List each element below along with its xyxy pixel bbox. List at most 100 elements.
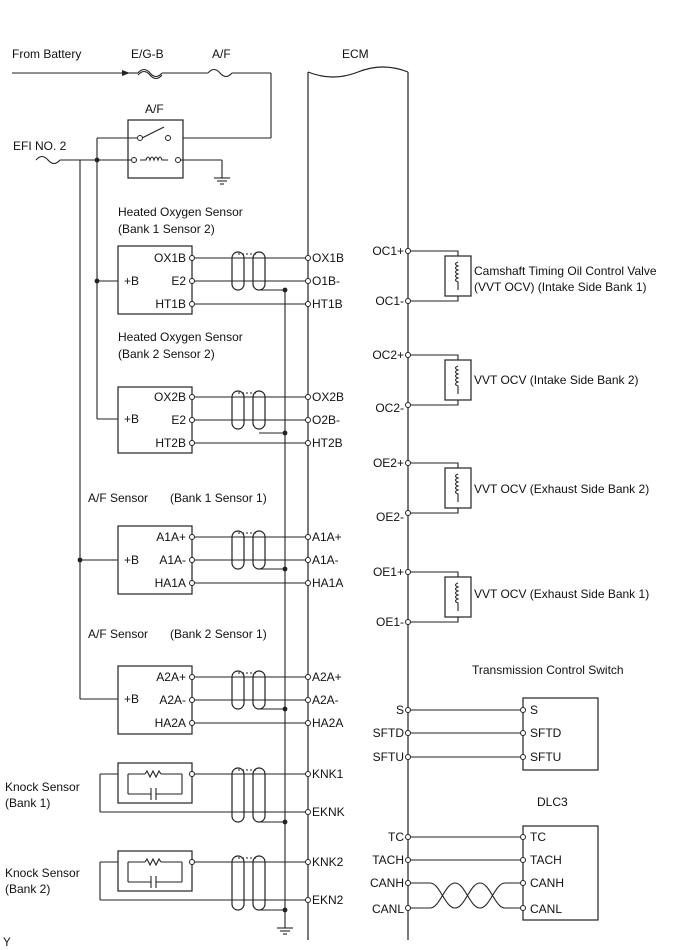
ecm-pin-o1b-minus: O1B- bbox=[312, 274, 340, 288]
af-b1-title: A/F Sensor bbox=[88, 491, 148, 505]
knock-b2-title-1: Knock Sensor bbox=[5, 866, 80, 880]
ho2-b1-pin-ht1b: HT1B bbox=[155, 297, 186, 311]
coil-icon bbox=[454, 261, 460, 290]
fuse-af-label: A/F bbox=[212, 47, 231, 61]
af-b1-pin-a1a-plus: A1A+ bbox=[156, 530, 186, 544]
ecm-pin-oe2-plus: OE2+ bbox=[373, 456, 404, 470]
ecm-pin-oc2-plus: OC2+ bbox=[372, 348, 404, 362]
ground-icon bbox=[277, 927, 293, 935]
af-sensor-bank1: A/F Sensor (Bank 1 Sensor 1) +B A1A+ A1A… bbox=[80, 491, 343, 595]
ecm-pin-eknk: EKNK bbox=[312, 805, 345, 819]
ecm-pin-s: S bbox=[396, 703, 404, 717]
ecm-pin-knk2: KNK2 bbox=[312, 855, 344, 869]
ocv-coil-box bbox=[444, 576, 472, 618]
dlc3-pin-tc: TC bbox=[530, 830, 546, 844]
ecm-pin-knk1: KNK1 bbox=[312, 767, 344, 781]
ecm-pin-a2a-minus: A2A- bbox=[312, 693, 339, 707]
ecm-pin-canh: CANH bbox=[370, 876, 404, 890]
af-b2-title: A/F Sensor bbox=[88, 627, 148, 641]
ocv1-label-2: (VVT OCV) (Intake Side Bank 1) bbox=[474, 280, 647, 294]
ocv1-label-1: Camshaft Timing Oil Control Valve bbox=[474, 264, 657, 278]
knock-b2-title-2: (Bank 2) bbox=[5, 882, 50, 896]
af-b1-pin-ha1a: HA1A bbox=[155, 576, 186, 590]
ho2-b2-title-1: Heated Oxygen Sensor bbox=[118, 330, 243, 344]
ground-icon bbox=[214, 177, 230, 185]
dlc3-title: DLC3 bbox=[537, 795, 568, 809]
fuse-af-icon bbox=[207, 68, 233, 78]
ecm-pin-ekn2: EKN2 bbox=[312, 893, 344, 907]
ecm-pin-ox1b: OX1B bbox=[312, 251, 344, 265]
dlc3-box bbox=[522, 825, 599, 921]
ecm-pin-a1a-minus: A1A- bbox=[312, 553, 339, 567]
knock-b1-title-2: (Bank 1) bbox=[5, 796, 50, 810]
ho2-b1-box bbox=[117, 245, 193, 315]
efi-no2-label: EFI NO. 2 bbox=[13, 139, 67, 153]
af-b2-bank: (Bank 2 Sensor 1) bbox=[170, 627, 267, 641]
power-supply: From Battery E/G-B A/F A/F bbox=[12, 47, 272, 699]
relay-switch-icon bbox=[137, 126, 171, 141]
dlc3-pin-canh: CANH bbox=[530, 876, 564, 890]
ecm-pin-oe1-minus: OE1- bbox=[376, 615, 404, 629]
af-b2-box bbox=[117, 665, 193, 735]
shield-icon bbox=[231, 251, 266, 291]
arrow-icon bbox=[122, 70, 130, 76]
ecm-pin-oe1-plus: OE1+ bbox=[373, 565, 404, 579]
ecm-pin-ha2a: HA2A bbox=[312, 716, 343, 730]
knock-b2-box bbox=[117, 850, 193, 892]
dlc3-pin-canl: CANL bbox=[530, 902, 562, 916]
ho2-b2-plusb: +B bbox=[124, 412, 139, 426]
ecm-pin-oc1-minus: OC1- bbox=[375, 294, 404, 308]
ecm-pin-ha1a: HA1A bbox=[312, 576, 343, 590]
fuse-egb-icon bbox=[137, 68, 163, 80]
ho2-sensor-bank2: Heated Oxygen Sensor (Bank 2 Sensor 2) +… bbox=[97, 330, 344, 454]
ocv-exhaust-bank2: OE2+ OE2- VVT OCV (Exhaust Side Bank 2) bbox=[373, 456, 649, 524]
ho2-sensor-bank1: Heated Oxygen Sensor (Bank 1 Sensor 2) +… bbox=[97, 205, 344, 315]
resistor-icon bbox=[127, 857, 183, 882]
ecm-pin-oc1-plus: OC1+ bbox=[372, 244, 404, 258]
af-b2-pin-ha2a: HA2A bbox=[155, 716, 186, 730]
ecm-title: ECM bbox=[342, 47, 369, 61]
ho2-b2-box bbox=[117, 386, 193, 454]
knock-b1-box bbox=[117, 762, 193, 804]
tcs-title: Transmission Control Switch bbox=[472, 663, 624, 677]
resistor-icon bbox=[127, 769, 183, 794]
fuse-egb-label: E/G-B bbox=[131, 47, 164, 61]
from-battery-label: From Battery bbox=[12, 47, 81, 61]
ecm-pin-a1a-plus: A1A+ bbox=[312, 530, 342, 544]
coil-icon bbox=[454, 582, 460, 611]
ecm-pin-canl: CANL bbox=[372, 902, 404, 916]
dlc3-connector: DLC3 TC TACH CANH CANL TC TACH CANH CANL bbox=[370, 795, 599, 921]
af-b1-plusb: +B bbox=[124, 553, 139, 567]
ho2-b2-title-2: (Bank 2 Sensor 2) bbox=[118, 347, 215, 361]
ocv4-label: VVT OCV (Exhaust Side Bank 1) bbox=[474, 587, 649, 601]
ocv-exhaust-bank1: OE1+ OE1- VVT OCV (Exhaust Side Bank 1) bbox=[373, 565, 649, 629]
af-sensor-bank2: A/F Sensor (Bank 2 Sensor 1) +B A2A+ A2A… bbox=[80, 627, 343, 735]
ecm-pin-ht1b: HT1B bbox=[312, 297, 343, 311]
shield-icon bbox=[231, 767, 266, 823]
ecm-pin-oc2-minus: OC2- bbox=[375, 401, 404, 415]
relay-af-box bbox=[127, 119, 184, 179]
ho2-b1-pin-ox1b: OX1B bbox=[154, 251, 186, 265]
coil-icon bbox=[454, 365, 460, 394]
tcs-pin-sftd: SFTD bbox=[530, 726, 562, 740]
ecm-pin-sftu: SFTU bbox=[373, 750, 404, 764]
ecm-pin-ht2b: HT2B bbox=[312, 436, 343, 450]
ecm-pin-o2b-minus: O2B- bbox=[312, 413, 340, 427]
tcs-box bbox=[522, 697, 599, 771]
ocv3-label: VVT OCV (Exhaust Side Bank 2) bbox=[474, 482, 649, 496]
capacitor-icon bbox=[128, 876, 182, 888]
af-b1-bank: (Bank 1 Sensor 1) bbox=[170, 491, 267, 505]
ho2-b1-plusb: +B bbox=[124, 274, 139, 288]
tcs-pin-s: S bbox=[530, 703, 538, 717]
af-b2-pin-a2a-plus: A2A+ bbox=[156, 670, 186, 684]
shield-icon bbox=[231, 855, 266, 911]
transmission-control-switch: Transmission Control Switch S SFTD SFTU … bbox=[373, 663, 624, 771]
ocv-intake-bank1: OC1+ OC1- Camshaft Timing Oil Control Va… bbox=[372, 244, 657, 308]
ho2-b1-title-2: (Bank 1 Sensor 2) bbox=[118, 222, 215, 236]
fuse-efi-icon bbox=[35, 155, 61, 165]
ho2-b1-title-1: Heated Oxygen Sensor bbox=[118, 205, 243, 219]
ecm-pin-a2a-plus: A2A+ bbox=[312, 670, 342, 684]
af-b2-pin-a2a-minus: A2A- bbox=[159, 693, 186, 707]
ocv-coil-box bbox=[444, 359, 472, 401]
